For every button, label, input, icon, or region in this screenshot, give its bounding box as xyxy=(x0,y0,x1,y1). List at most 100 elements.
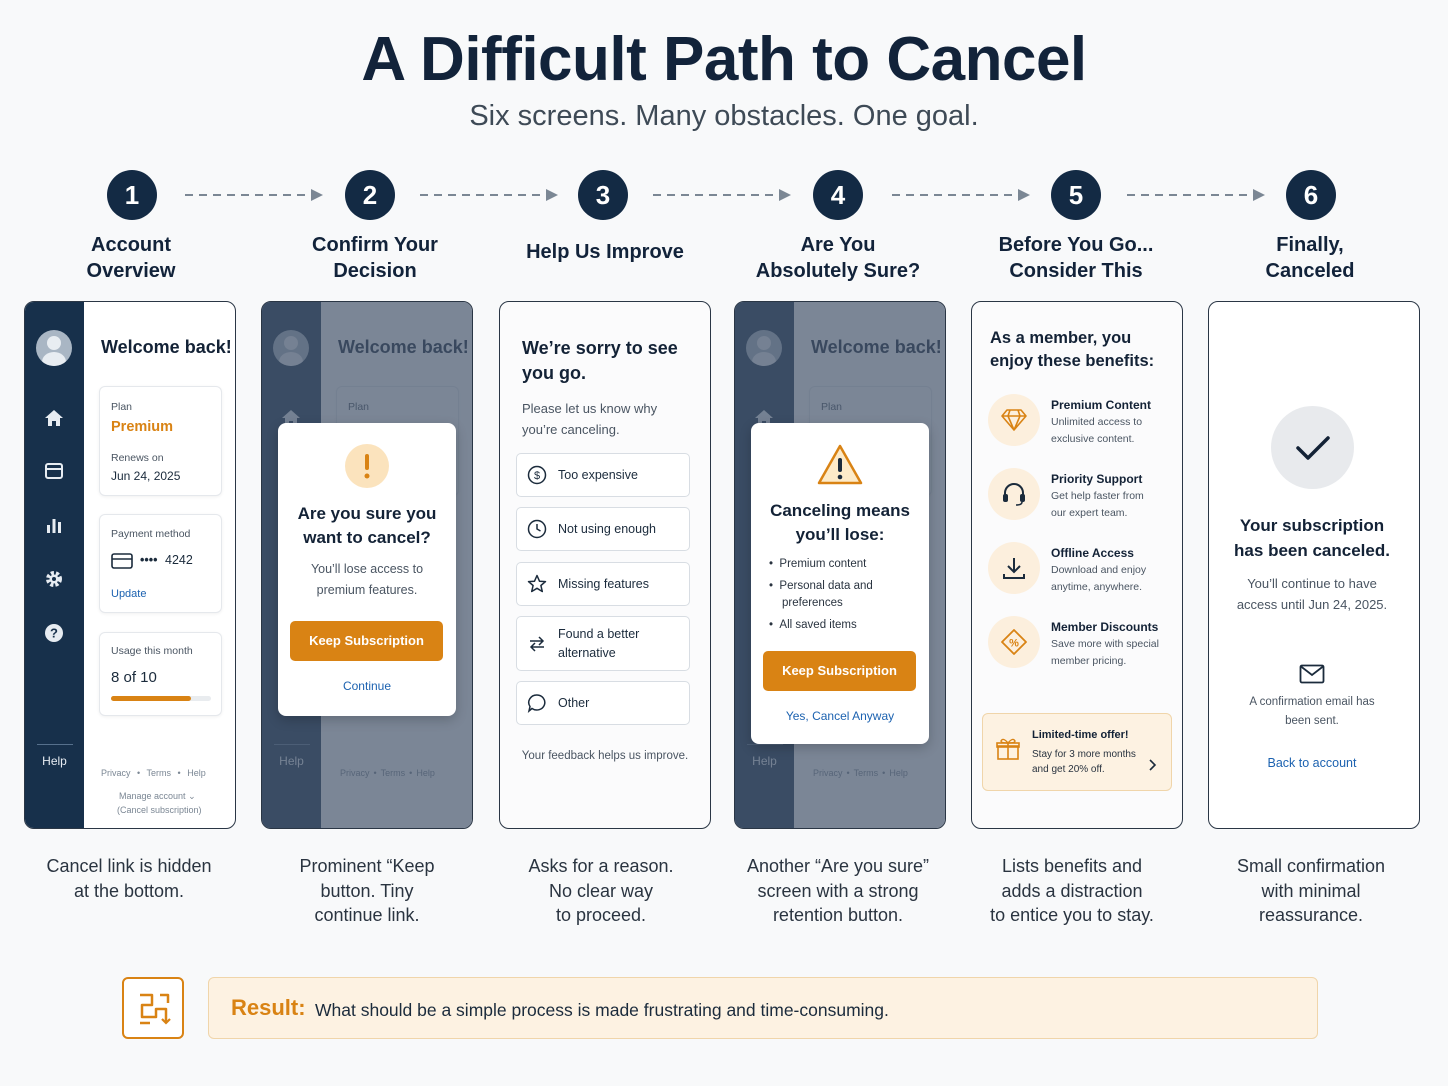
step-number-2: 2 xyxy=(345,170,395,220)
result-label: Result: xyxy=(231,995,306,1020)
reason-not-using-enough[interactable]: Not using enough xyxy=(516,507,690,551)
chat-bubble-icon xyxy=(527,694,546,713)
card-last4: 4242 xyxy=(165,553,193,567)
benefit-title: Offline Access xyxy=(1051,546,1134,560)
bar-chart-icon[interactable] xyxy=(44,515,64,535)
step-number-6: 6 xyxy=(1286,170,1336,220)
help-icon[interactable]: ? xyxy=(44,623,64,643)
losing-item: • Personal data and xyxy=(769,580,873,592)
dashed-arrow-icon xyxy=(185,189,323,201)
benefit-title: Premium Content xyxy=(1051,398,1152,412)
losing-item: • Premium content xyxy=(769,558,867,570)
svg-text:?: ? xyxy=(50,626,58,641)
usage-card: Usage this month 8 of 10 xyxy=(99,632,222,716)
usage-value: 8 of 10 xyxy=(111,669,157,686)
keep-subscription-button[interactable]: Keep Subscription xyxy=(290,621,443,661)
dollar-icon: $ xyxy=(527,465,547,485)
dashed-arrow-icon xyxy=(892,189,1030,201)
step-number-1: 1 xyxy=(107,170,157,220)
avatar[interactable] xyxy=(36,330,72,366)
step-label-5: Before You Go...Consider This xyxy=(998,234,1154,282)
payment-card: Payment method •••• 4242 Update xyxy=(99,514,222,613)
clock-icon xyxy=(527,519,547,539)
envelope-icon xyxy=(1299,664,1325,684)
card-dots: •••• xyxy=(140,553,158,567)
maze-path-icon xyxy=(122,977,184,1039)
diamond-icon xyxy=(988,394,1040,446)
yes-cancel-anyway-link[interactable]: Yes, Cancel Anyway xyxy=(785,709,895,723)
reason-missing-features[interactable]: Missing features xyxy=(516,562,690,606)
caption-4: Another “Are you sure”screen with a stro… xyxy=(746,856,930,925)
billing-icon[interactable] xyxy=(44,461,64,481)
step-label-6: Finally,Canceled xyxy=(1265,234,1355,282)
update-payment-link[interactable]: Update xyxy=(111,588,147,600)
headset-icon xyxy=(988,468,1040,520)
discount-tag-icon: % xyxy=(988,616,1040,668)
home-icon[interactable] xyxy=(44,408,64,428)
chevron-right-icon xyxy=(1149,759,1157,771)
plan-label: Plan xyxy=(111,401,133,413)
footer-links: Privacy • Terms • Help xyxy=(101,768,206,778)
limited-offer-banner[interactable]: Limited-time offer! Stay for 3 more mont… xyxy=(982,713,1172,791)
step-label-3: Help Us Improve xyxy=(526,241,684,263)
footer-help-link[interactable]: Help xyxy=(187,768,206,778)
footer-terms-link[interactable]: Terms xyxy=(146,768,172,778)
result-banner: Result: What should be a simple process … xyxy=(208,977,1318,1039)
swap-icon xyxy=(529,635,545,652)
benefit-title: Priority Support xyxy=(1051,472,1143,486)
panel-account-overview: ? Help Welcome back! Plan Premium Renews… xyxy=(24,301,236,829)
offer-title: Limited-time offer! xyxy=(1032,729,1129,741)
sidebar-help[interactable]: Help xyxy=(42,754,67,768)
result-text: What should be a simple process is made … xyxy=(315,1000,889,1020)
cancel-subscription-link[interactable]: (Cancel subscription) xyxy=(117,805,202,815)
warning-triangle-icon xyxy=(817,444,863,485)
panel-confirm-decision: Help Welcome back! Plan Privacy•Terms•He… xyxy=(261,301,473,829)
dashed-arrow-icon xyxy=(653,189,791,201)
panel-absolutely-sure: Help Welcome back! Plan Privacy•Terms•He… xyxy=(734,301,946,829)
reason-too-expensive[interactable]: $ Too expensive xyxy=(516,453,690,497)
back-to-account-link[interactable]: Back to account xyxy=(1267,756,1357,770)
step-number-5: 5 xyxy=(1051,170,1101,220)
manage-account-link[interactable]: Manage account ⌄ xyxy=(119,791,196,801)
gear-icon[interactable] xyxy=(44,569,64,589)
feedback-note: Your feedback helps us improve. xyxy=(521,750,689,762)
continue-link[interactable]: Continue xyxy=(342,679,392,693)
page-title: A Difficult Path to Cancel xyxy=(361,25,1087,94)
plan-card: Plan Premium Renews on Jun 24, 2025 xyxy=(99,386,222,496)
gift-icon xyxy=(996,738,1020,760)
keep-subscription-button[interactable]: Keep Subscription xyxy=(763,651,916,691)
svg-text:%: % xyxy=(1009,638,1019,650)
plan-value: Premium xyxy=(111,419,174,435)
usage-progress xyxy=(111,696,211,701)
reason-other[interactable]: Other xyxy=(516,681,690,725)
losing-item: • All saved items xyxy=(769,619,857,631)
welcome-heading: Welcome back! xyxy=(101,337,232,357)
step-number-4: 4 xyxy=(813,170,863,220)
credit-card-icon xyxy=(111,553,133,569)
footer-privacy-link[interactable]: Privacy xyxy=(101,768,131,778)
